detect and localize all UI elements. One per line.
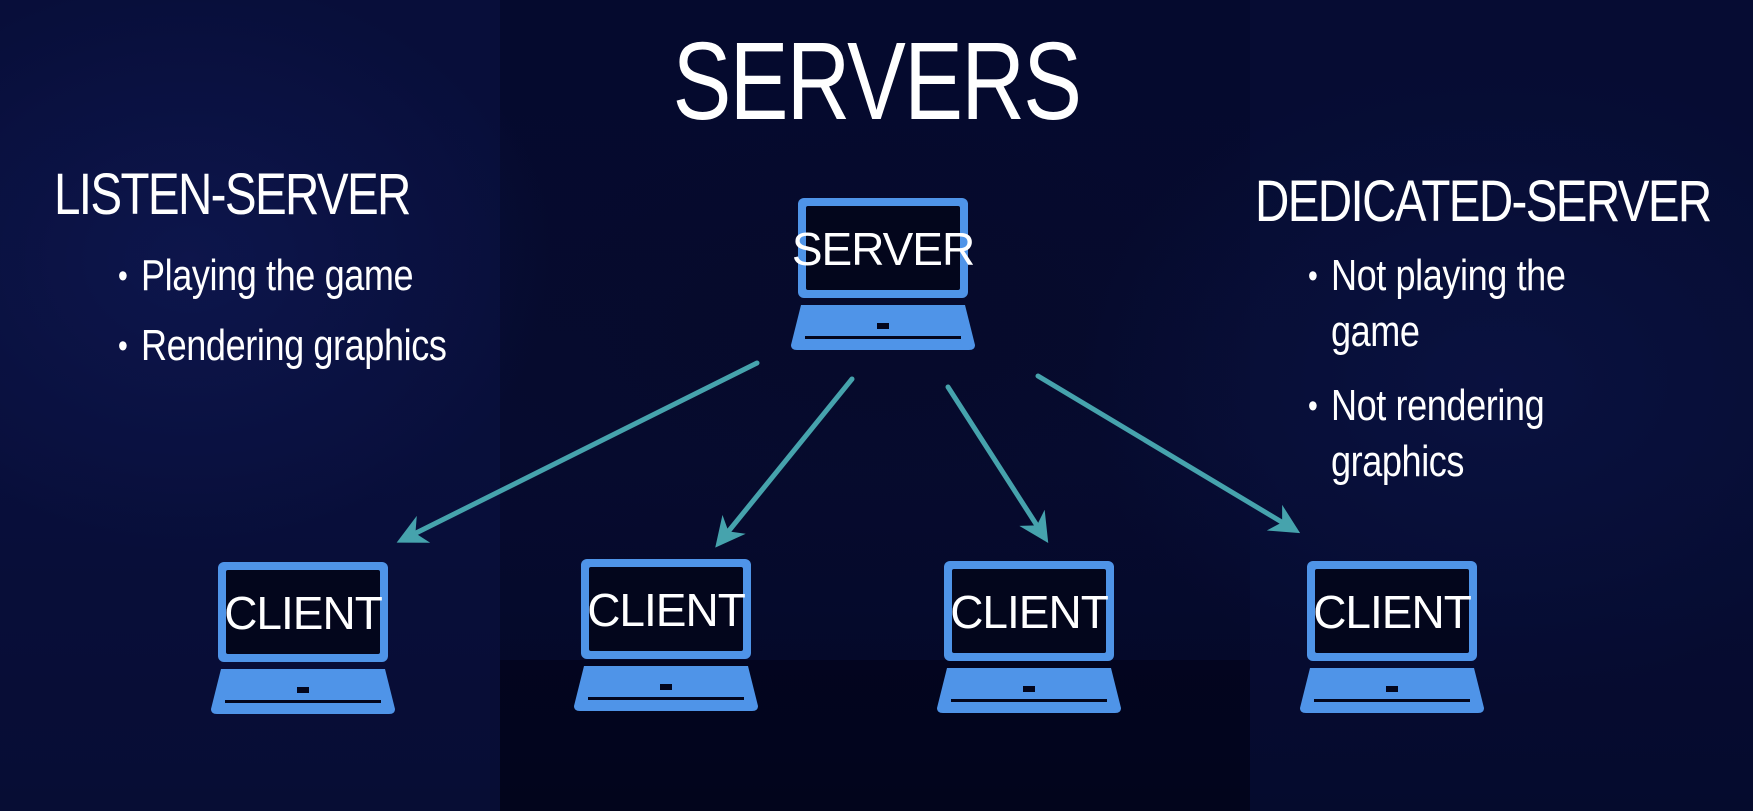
client-laptop: CLIENT [937, 561, 1121, 713]
laptop-base-line [588, 697, 744, 700]
slide-title: SERVERS [672, 20, 1082, 143]
bullet-line: graphics [1330, 437, 1465, 486]
laptop-screen [226, 570, 380, 654]
laptop-screen [952, 569, 1106, 653]
laptop-touchpad [1386, 686, 1398, 692]
listen-server-bullets: Playing the game Rendering graphics [118, 248, 447, 388]
dedicated-server-heading: DEDICATED-SERVER [1255, 169, 1712, 234]
laptop-screen [589, 567, 743, 651]
server-laptop: SERVER [791, 198, 975, 350]
arrow-icon [396, 360, 760, 543]
listen-server-bullet: Rendering graphics [118, 318, 447, 374]
client-laptop: CLIENT [1300, 561, 1484, 713]
listen-server-heading: LISTEN-SERVER [54, 162, 411, 227]
bullet-line: game [1330, 307, 1420, 356]
laptop-touchpad [660, 684, 672, 690]
bullet-line: Not playing the [1330, 251, 1566, 300]
laptop-touchpad [297, 687, 309, 693]
bullet-line: Not rendering [1330, 381, 1545, 430]
dedicated-server-bullet: Not playing the game [1308, 248, 1566, 360]
laptop-screen [1315, 569, 1469, 653]
laptop-base-line [1314, 699, 1470, 702]
laptop-screen [806, 206, 960, 290]
arrow-icon [1035, 373, 1301, 534]
laptop-label: CLIENT [1313, 586, 1471, 638]
client-laptop: CLIENT [574, 559, 758, 711]
laptop-base-line [951, 699, 1107, 702]
dedicated-server-bullet: Not rendering graphics [1308, 378, 1566, 490]
arrows-group [396, 360, 1301, 548]
arrow-icon [945, 384, 1049, 544]
laptop-base-line [225, 700, 381, 703]
laptop-label: SERVER [792, 223, 974, 275]
laptop-base-line [805, 336, 961, 339]
dedicated-server-bullets: Not playing the game Not rendering graphic… [1308, 248, 1566, 508]
laptops-group: SERVER CLIENT CLIENT CLIENT CLIENT [211, 198, 1484, 714]
laptop-touchpad [1023, 686, 1035, 692]
listen-server-bullet: Playing the game [118, 248, 446, 304]
laptop-label: CLIENT [587, 584, 745, 636]
arrow-icon [715, 376, 855, 548]
laptop-label: CLIENT [224, 587, 382, 639]
laptop-label: CLIENT [950, 586, 1108, 638]
client-laptop: CLIENT [211, 562, 395, 714]
laptop-touchpad [877, 323, 889, 329]
